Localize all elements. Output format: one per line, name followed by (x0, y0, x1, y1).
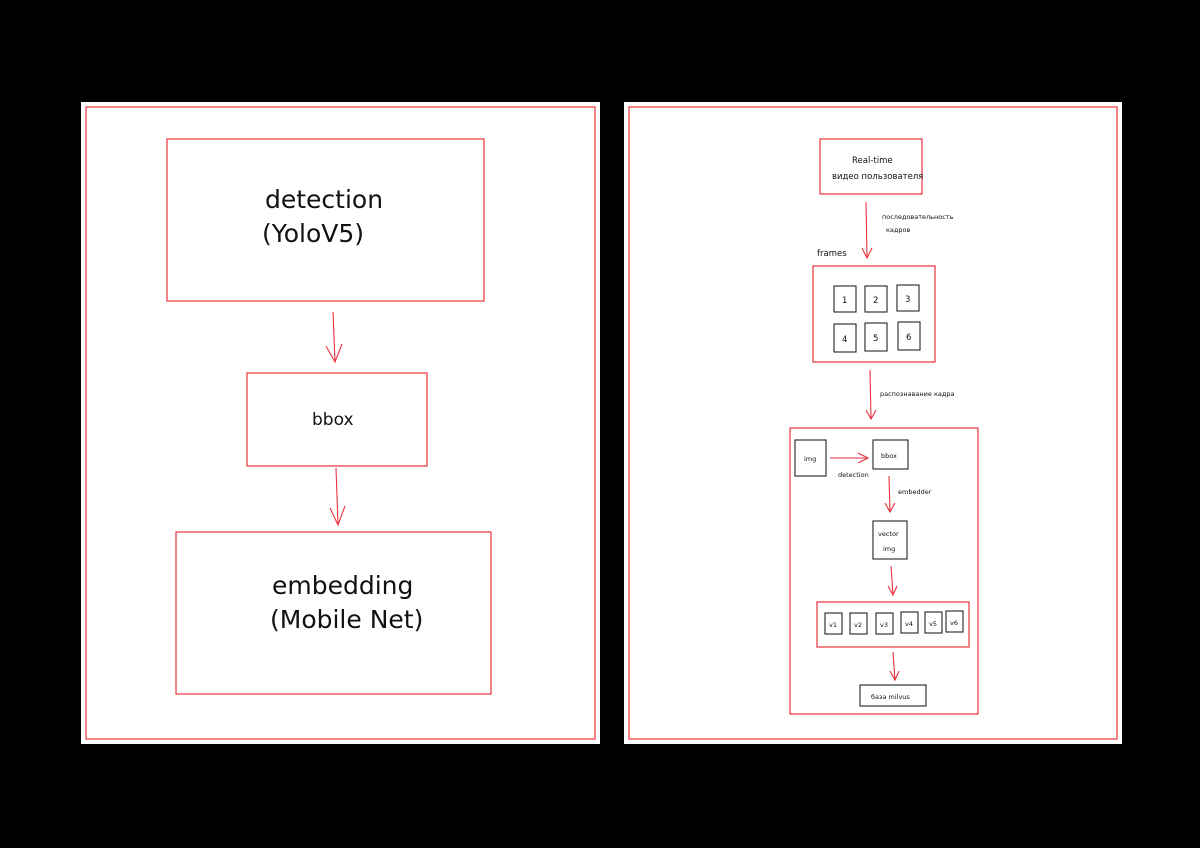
db-box (859, 684, 927, 707)
frame-5 (864, 322, 888, 352)
vector-box (872, 520, 908, 560)
arrow-vector-to-list (887, 565, 898, 597)
img-label: img (804, 455, 816, 463)
right-panel (624, 102, 1122, 744)
arrow-img-to-bbox (830, 452, 870, 464)
frame-6 (897, 321, 921, 351)
detection-model-label: (YoloV5) (262, 219, 364, 248)
bbox-box: bbox (246, 372, 428, 467)
source-title: Real-time (852, 156, 893, 166)
arrow-bbox-to-embedding (329, 467, 346, 527)
embed-label: embedder (898, 488, 932, 496)
vector-v1 (824, 612, 843, 635)
arrow-detection-to-bbox (325, 311, 343, 364)
bbox-small-box (872, 439, 909, 470)
frame-4-label: 4 (842, 335, 847, 345)
frames-box: 1 2 3 4 5 6 (812, 265, 936, 363)
img-box (794, 439, 827, 477)
vector-sub-label: img (883, 545, 895, 553)
embedding-label: embedding (272, 571, 413, 600)
vector-v2-label: v2 (854, 621, 862, 629)
left-panel-border (85, 106, 596, 740)
arrow1-label-line1: последовательность (882, 213, 954, 221)
bbox-small-label: bbox (881, 452, 897, 460)
vector-v3 (875, 612, 894, 635)
db-label: база milvus (871, 693, 910, 701)
vector-v4-label: v4 (905, 620, 913, 628)
vector-v1-label: v1 (829, 621, 837, 629)
arrow-source-to-frames (861, 201, 873, 260)
source-subtitle: видео пользователя (832, 172, 923, 182)
frame-3 (896, 284, 920, 312)
arrow1-label-line2: кадров (886, 226, 911, 234)
vector-v4 (900, 611, 919, 634)
vector-v5 (924, 611, 943, 634)
frames-label: frames (817, 249, 847, 259)
right-panel-border (628, 106, 1118, 740)
frame-3-label: 3 (905, 295, 910, 305)
detection-label: detection (265, 185, 383, 214)
embedding-model-label: (Mobile Net) (270, 605, 423, 634)
frame-6-label: 6 (906, 333, 911, 343)
vector-v5-label: v5 (929, 620, 937, 628)
vector-v3-label: v3 (880, 621, 888, 629)
detection-box: detection (YoloV5) (166, 138, 485, 302)
frame-2 (864, 285, 888, 313)
vector-v6-label: v6 (950, 619, 958, 627)
bbox-label: bbox (312, 410, 354, 430)
frame-4 (833, 323, 857, 353)
frame-1 (833, 285, 857, 313)
arrow-list-to-db (889, 651, 900, 682)
embedding-box: embedding (Mobile Net) (175, 531, 492, 695)
processing-box: img detection bbox embedder vector img v… (789, 427, 979, 715)
arrow-frames-to-processing (865, 369, 877, 421)
source-box: Real-time видео пользователя (819, 138, 923, 195)
vector-v2 (849, 612, 868, 635)
vector-v6 (945, 610, 964, 633)
frame-2-label: 2 (873, 296, 878, 306)
arrow2-label: распознавание кадра (880, 390, 954, 398)
frame-5-label: 5 (873, 334, 878, 344)
arrow-bbox-to-vector (884, 475, 896, 514)
detect-label: detection (838, 471, 869, 479)
vectors-box (816, 601, 970, 648)
frame-1-label: 1 (842, 296, 847, 306)
vector-label: vector (878, 530, 899, 538)
